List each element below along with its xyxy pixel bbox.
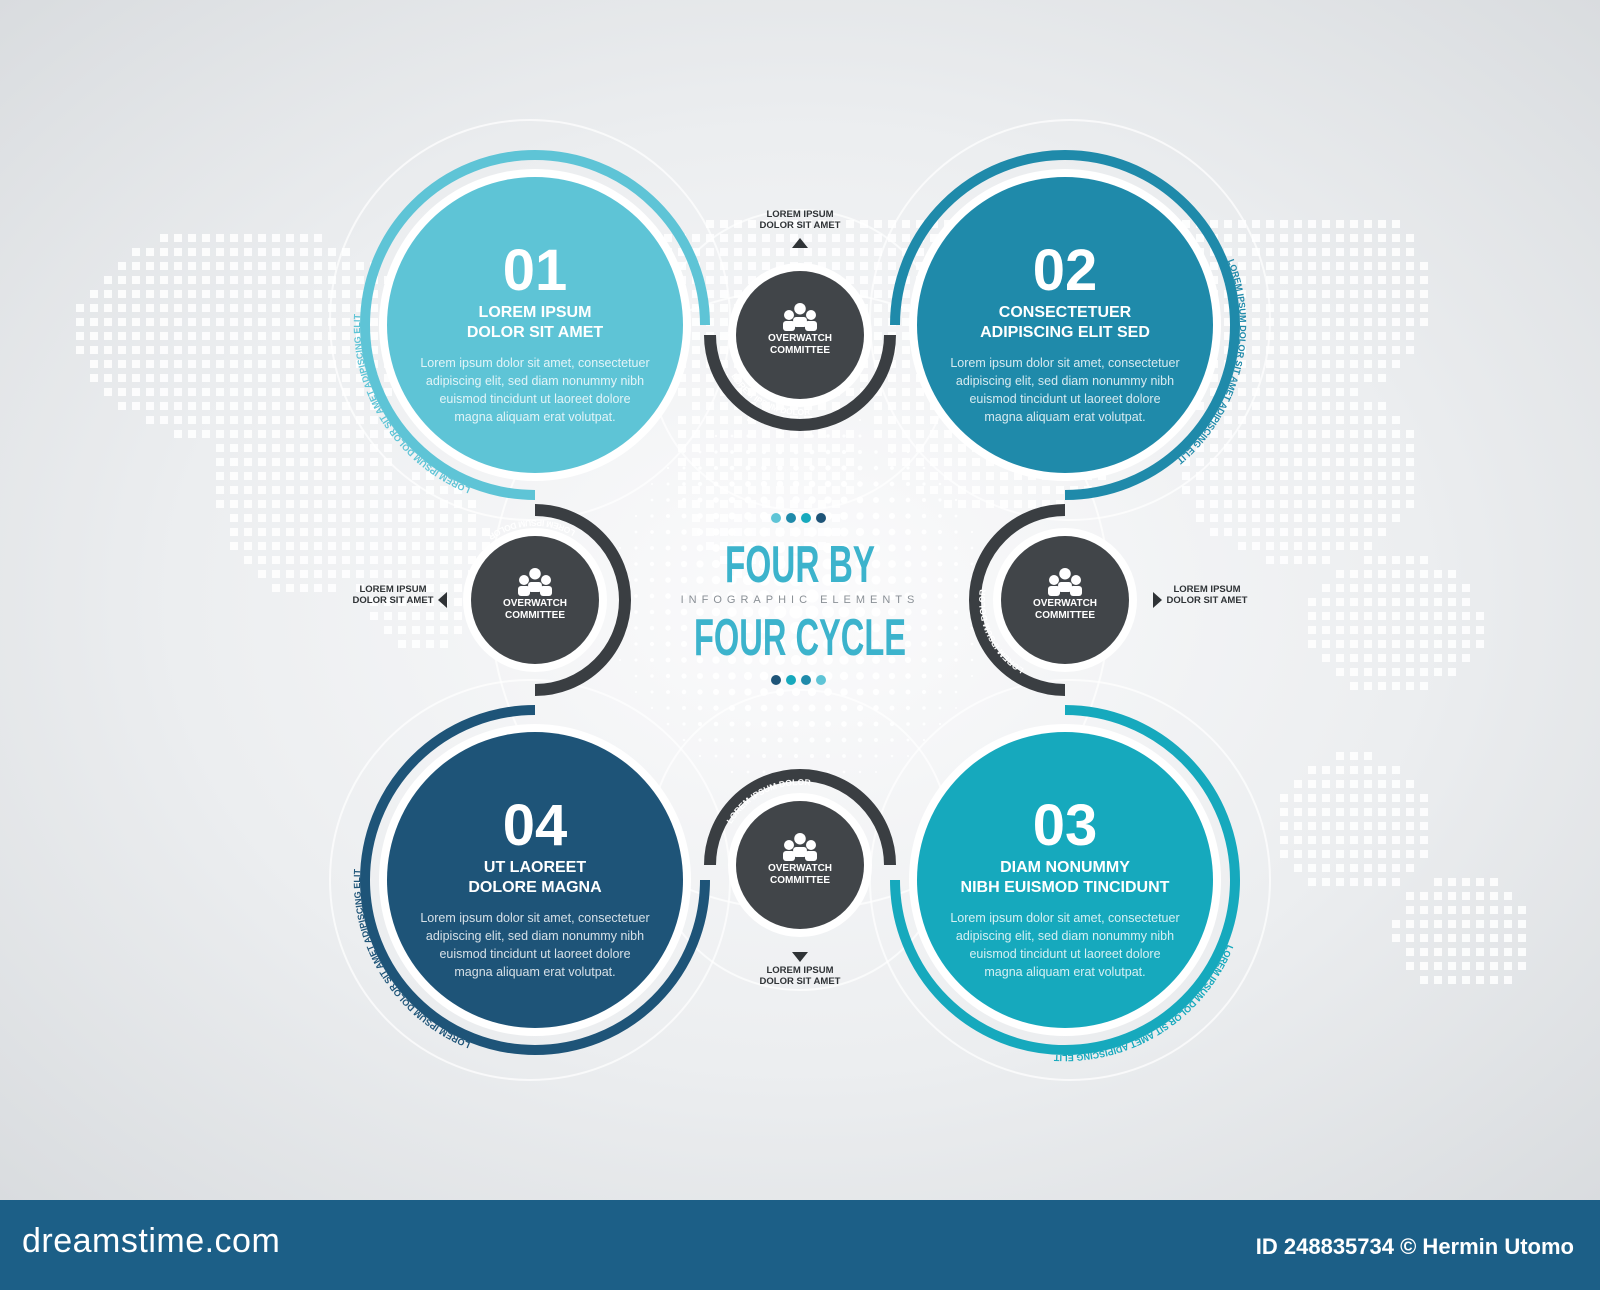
- step-02-fill: [917, 177, 1213, 473]
- step-01-body-line: magna aliquam erat volutpat.: [454, 410, 615, 424]
- title-dot: [786, 513, 796, 523]
- hub-top-pointer-2: DOLOR SIT AMET: [760, 220, 841, 231]
- hub-bottom-pointer-2: DOLOR SIT AMET: [760, 976, 841, 987]
- step-01-heading-1: LOREM IPSUM: [479, 304, 592, 321]
- footer-bar: dreamstime.com ID 248835734 © Hermin Uto…: [0, 1200, 1600, 1290]
- team-icon: [518, 567, 552, 596]
- hub-top-line-2: COMMITTEE: [770, 345, 830, 356]
- team-icon: [783, 832, 817, 861]
- image-credit: ID 248835734 © Hermin Utomo: [1255, 1234, 1574, 1259]
- hub-left-line-1: OVERWATCH: [503, 598, 567, 609]
- title-line-1: FOUR BY: [725, 536, 875, 594]
- title-dot: [771, 675, 781, 685]
- hub-right-line-2: COMMITTEE: [1035, 610, 1095, 621]
- hub-left-fill: [471, 536, 599, 664]
- hub-bottom-fill: [736, 801, 864, 929]
- step-03-body-line: adipiscing elit, sed diam nonummy nibh: [956, 929, 1174, 943]
- hub-left-line-2: COMMITTEE: [505, 610, 565, 621]
- step-04-body-line: euismod tincidunt ut laoreet dolore: [439, 947, 630, 961]
- step-03-body-line: magna aliquam erat volutpat.: [984, 965, 1145, 979]
- hub-top-line-1: OVERWATCH: [768, 333, 832, 344]
- hub-right-pointer-1: LOREM IPSUM: [1173, 584, 1240, 595]
- team-icon: [783, 302, 817, 331]
- hub-right-fill: [1001, 536, 1129, 664]
- step-04-body-line: adipiscing elit, sed diam nonummy nibh: [426, 929, 644, 943]
- step-03-fill: [917, 732, 1213, 1028]
- title-dot: [786, 675, 796, 685]
- hub-left-pointer-2: DOLOR SIT AMET: [353, 595, 434, 606]
- step-04-number: 04: [503, 793, 568, 858]
- hub-top-pointer-1: LOREM IPSUM: [766, 209, 833, 220]
- step-02-body-line: magna aliquam erat volutpat.: [984, 410, 1145, 424]
- step-04-fill: [387, 732, 683, 1028]
- step-01-number: 01: [503, 238, 568, 303]
- hub-right-line-1: OVERWATCH: [1033, 598, 1097, 609]
- title-dot: [801, 675, 811, 685]
- brand-logo[interactable]: dreamstime.com: [22, 1222, 281, 1260]
- pointer-arrow-icon: [438, 592, 447, 608]
- step-01-body-line: adipiscing elit, sed diam nonummy nibh: [426, 374, 644, 388]
- hub-top-fill: [736, 271, 864, 399]
- step-01-fill: [387, 177, 683, 473]
- step-03-body-line: Lorem ipsum dolor sit amet, consectetuer: [950, 911, 1179, 925]
- step-04-body-line: magna aliquam erat volutpat.: [454, 965, 615, 979]
- step-02-number: 02: [1033, 238, 1098, 303]
- center-title: FOUR BY INFOGRAPHIC ELEMENTS FOUR CYCLE: [681, 513, 920, 685]
- hub-left-pointer-1: LOREM IPSUM: [359, 584, 426, 595]
- step-01-body-line: Lorem ipsum dolor sit amet, consectetuer: [420, 356, 649, 370]
- step-03-number: 03: [1033, 793, 1098, 858]
- step-02-body-line: adipiscing elit, sed diam nonummy nibh: [956, 374, 1174, 388]
- step-04-body-line: Lorem ipsum dolor sit amet, consectetuer: [420, 911, 649, 925]
- step-01-body-line: euismod tincidunt ut laoreet dolore: [439, 392, 630, 406]
- step-03-body-line: euismod tincidunt ut laoreet dolore: [969, 947, 1160, 961]
- title-line-2: FOUR CYCLE: [694, 609, 906, 667]
- title-dot: [801, 513, 811, 523]
- hub-bottom-line-1: OVERWATCH: [768, 863, 832, 874]
- step-02-body-line: Lorem ipsum dolor sit amet, consectetuer: [950, 356, 1179, 370]
- pointer-arrow-icon: [792, 238, 808, 248]
- title-dot: [816, 675, 826, 685]
- step-04-heading-2: DOLORE MAGNA: [468, 879, 602, 896]
- title-dot: [816, 513, 826, 523]
- title-subtitle: INFOGRAPHIC ELEMENTS: [681, 594, 920, 606]
- step-02-body-line: euismod tincidunt ut laoreet dolore: [969, 392, 1160, 406]
- hub-bottom-pointer-1: LOREM IPSUM: [766, 965, 833, 976]
- step-03-heading-2: NIBH EUISMOD TINCIDUNT: [961, 879, 1170, 896]
- dots-bottom: [771, 675, 826, 685]
- step-04-heading-1: UT LAOREET: [484, 859, 586, 876]
- step-02-heading-1: CONSECTETUER: [999, 304, 1132, 321]
- title-dot: [771, 513, 781, 523]
- pointer-arrow-icon: [792, 952, 808, 962]
- hub-right-pointer-2: DOLOR SIT AMET: [1167, 595, 1248, 606]
- team-icon: [1048, 567, 1082, 596]
- step-03-heading-1: DIAM NONUMMY: [1000, 859, 1130, 876]
- step-01-heading-2: DOLOR SIT AMET: [467, 324, 604, 341]
- hub-bottom-line-2: COMMITTEE: [770, 875, 830, 886]
- connector-arcs: [360, 150, 1240, 1055]
- dots-top: [771, 513, 826, 523]
- step-02-heading-2: ADIPISCING ELIT SED: [980, 324, 1150, 341]
- pointer-arrow-icon: [1153, 592, 1162, 608]
